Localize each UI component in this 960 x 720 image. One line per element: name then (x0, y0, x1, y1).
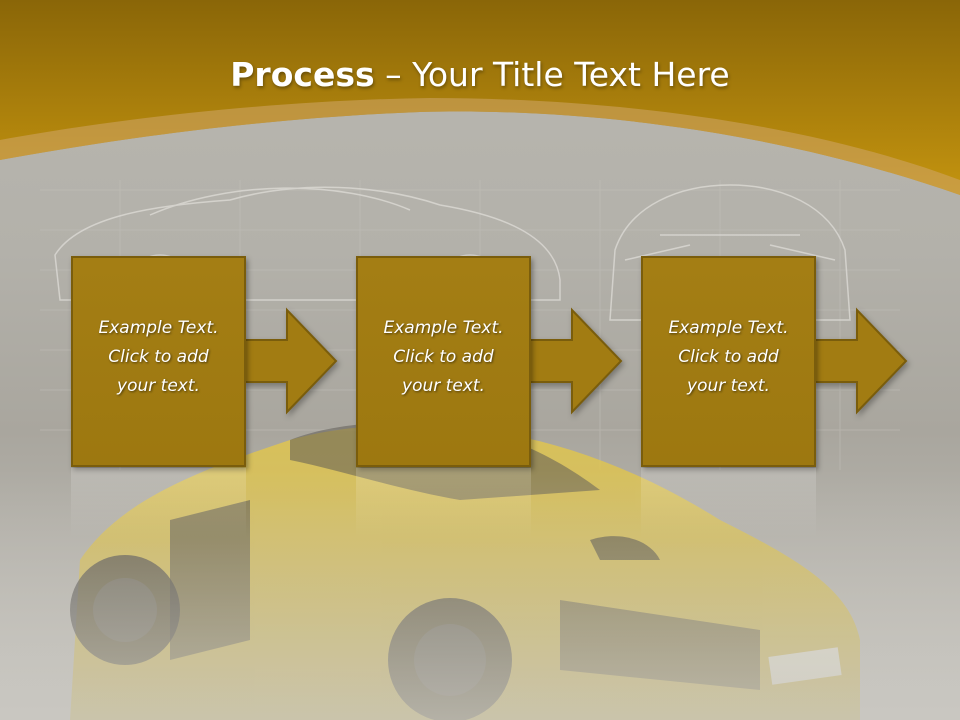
title-bold: Process (230, 55, 375, 94)
step-2-reflection (356, 468, 531, 538)
step-1-reflection (71, 468, 246, 538)
process-step-1[interactable]: Example Text. Click to add your text. (71, 256, 246, 467)
arrow-2-icon (528, 307, 623, 415)
arrow-3-icon (813, 307, 908, 415)
title-rest: – Your Title Text Here (374, 55, 730, 94)
step-3-reflection (641, 468, 816, 538)
process-step-3[interactable]: Example Text. Click to add your text. (641, 256, 816, 467)
step-1-text[interactable]: Example Text. Click to add your text. (98, 318, 219, 396)
step-2-text[interactable]: Example Text. Click to add your text. (383, 318, 504, 396)
header-band (0, 0, 960, 195)
arrow-1-icon (243, 307, 338, 415)
step-3-text[interactable]: Example Text. Click to add your text. (668, 318, 789, 396)
slide-title[interactable]: Process – Your Title Text Here (0, 54, 960, 96)
process-step-2[interactable]: Example Text. Click to add your text. (356, 256, 531, 467)
